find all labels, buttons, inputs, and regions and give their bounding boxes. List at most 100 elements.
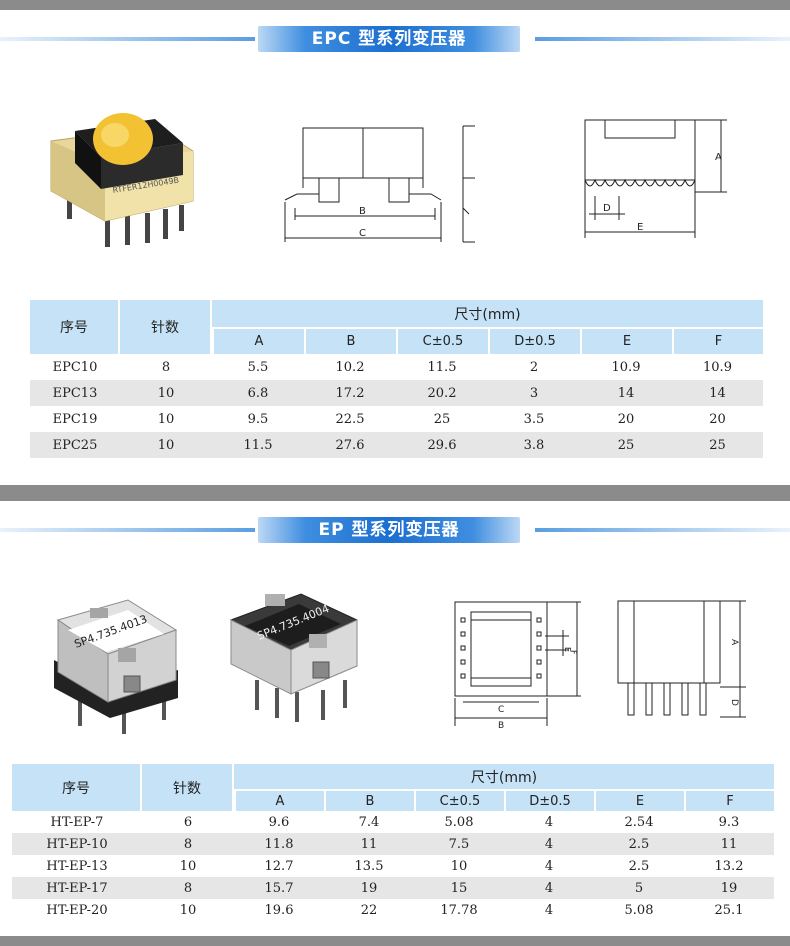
- table-cell: EPC13: [30, 380, 120, 406]
- table-cell: 7.4: [358, 814, 380, 830]
- table-cell: 2.54: [624, 814, 654, 830]
- table-cell: 17.2: [304, 380, 396, 406]
- table-row: HT-EP-20 10 19.6 22 17.78 4 5.08 25.1: [12, 899, 774, 921]
- epc-front-view-drawing: B C: [284, 127, 442, 242]
- table-cell: 19.6: [264, 902, 294, 918]
- table-cell: 5.08: [444, 814, 474, 830]
- table-cell: 10.9: [611, 359, 641, 375]
- table-cell: 11: [684, 833, 774, 855]
- table-cell: EPC19: [52, 411, 98, 427]
- ep-subheader-a: A: [234, 789, 324, 811]
- epc-photo-pins: [67, 193, 184, 247]
- epc-spec-table: 序号 针数 尺寸(mm) A B C±0.5 D±0.5 E F EPC10 8…: [30, 300, 763, 458]
- epc-subheader-a: A: [212, 327, 304, 354]
- table-cell: EPC25: [30, 432, 120, 458]
- table-cell: 10.2: [335, 359, 365, 375]
- title-decor-line-right: [535, 37, 790, 41]
- epc-section-title: EPC 型系列变压器: [258, 26, 520, 52]
- ep-subheader-b: B: [324, 789, 414, 811]
- section-divider-bar: [0, 485, 790, 501]
- table-cell: 15.7: [234, 877, 324, 899]
- table-cell: 10: [157, 411, 175, 427]
- table-row: EPC25 10 11.5 27.6 29.6 3.8 25 25: [30, 432, 763, 458]
- ep-subheader-f: F: [684, 789, 774, 811]
- table-cell: 19: [684, 877, 774, 899]
- table-cell: 29.6: [396, 432, 488, 458]
- top-divider-bar: [0, 0, 790, 10]
- table-cell: 8: [142, 833, 234, 855]
- table-cell: 25.1: [714, 902, 744, 918]
- ep-section-title: EP 型系列变压器: [258, 517, 520, 543]
- table-cell: 12.7: [264, 858, 294, 874]
- ep-header-pins: 针数: [142, 764, 234, 811]
- table-cell: HT-EP-7: [50, 814, 104, 830]
- table-cell: 7.5: [414, 833, 504, 855]
- table-cell: HT-EP-13: [46, 858, 108, 874]
- title-decor-line-right: [535, 528, 790, 532]
- epc-subheader-c: C±0.5: [396, 327, 488, 354]
- table-cell: 27.6: [304, 432, 396, 458]
- table-cell: 15: [414, 877, 504, 899]
- epc-subheader-f: F: [672, 327, 763, 354]
- table-cell: 10: [179, 858, 197, 874]
- ep-spec-table: 序号 针数 尺寸(mm) A B C±0.5 D±0.5 E F HT-EP-7…: [12, 764, 774, 921]
- table-cell: 14: [580, 380, 672, 406]
- table-cell: 2.5: [594, 833, 684, 855]
- table-cell: 20: [617, 411, 635, 427]
- ep-side-view-drawing: A D: [617, 600, 746, 718]
- table-row: EPC10 8 5.5 10.2 11.5 2 10.9 10.9: [30, 354, 763, 380]
- table-cell: 25: [433, 411, 451, 427]
- table-cell: HT-EP-17: [12, 877, 142, 899]
- table-cell: EPC10: [52, 359, 98, 375]
- title-decor-line-left: [0, 528, 255, 532]
- ep-pin-dots-left: [460, 617, 466, 679]
- ep-dim-label-c: C: [498, 705, 504, 715]
- epc-section-header: EPC 型系列变压器: [0, 26, 790, 52]
- epc-dim-label-b: B: [359, 206, 366, 217]
- ep-subheader-d: D±0.5: [504, 789, 594, 811]
- table-cell: 11.5: [427, 359, 457, 375]
- table-cell: 4: [504, 833, 594, 855]
- table-cell: 13.5: [354, 858, 384, 874]
- ep-transformer-photo-1: SP4.735.4013: [54, 599, 178, 734]
- ep-subheader-c: C±0.5: [414, 789, 504, 811]
- table-cell: 22: [360, 902, 378, 918]
- table-cell: 25: [672, 432, 763, 458]
- table-cell: 5.08: [624, 902, 654, 918]
- epc-dim-label-d: D: [603, 203, 611, 214]
- epc-subheader-e: E: [580, 327, 672, 354]
- table-row: EPC19 10 9.5 22.5 25 3.5 20 20: [30, 406, 763, 432]
- table-cell: 5.5: [247, 359, 269, 375]
- table-cell: 25: [580, 432, 672, 458]
- table-cell: 3: [488, 380, 580, 406]
- epc-header-size: 尺寸(mm): [212, 300, 763, 327]
- epc-dim-label-a: A: [715, 152, 722, 163]
- ep-section-header: EP 型系列变压器: [0, 517, 790, 543]
- table-cell: 8: [161, 359, 171, 375]
- ep-photo-1-pins: [78, 694, 166, 734]
- table-cell: 9.6: [268, 814, 290, 830]
- epc-side-view-drawing: [462, 125, 475, 243]
- table-cell: HT-EP-10: [12, 833, 142, 855]
- epc-subheader-d: D±0.5: [488, 327, 580, 354]
- table-cell: 8: [142, 877, 234, 899]
- ep-transformer-photo-2: SP4.735.4004: [229, 593, 359, 722]
- ep-side-pins: [627, 682, 707, 716]
- table-cell: 9.3: [718, 814, 740, 830]
- table-cell: 10: [120, 380, 212, 406]
- ep-dim-label-d: D: [729, 699, 739, 706]
- table-row: HT-EP-13 10 12.7 13.5 10 4 2.5 13.2: [12, 855, 774, 877]
- table-row: HT-EP-10 8 11.8 11 7.5 4 2.5 11: [12, 833, 774, 855]
- table-cell: 14: [672, 380, 763, 406]
- epc-pin-view-drawing: A D E: [584, 119, 727, 238]
- epc-transformer-photo: RTFER12H0049B: [50, 113, 194, 247]
- ep-subheader-e: E: [594, 789, 684, 811]
- table-cell: 11.5: [212, 432, 304, 458]
- table-cell: 6: [183, 814, 193, 830]
- ep-dim-label-e-top: E: [563, 647, 572, 652]
- table-row: EPC13 10 6.8 17.2 20.2 3 14 14: [30, 380, 763, 406]
- table-cell: 4: [544, 902, 554, 918]
- table-cell: 10: [450, 858, 468, 874]
- title-decor-line-left: [0, 37, 255, 41]
- table-cell: 5: [594, 877, 684, 899]
